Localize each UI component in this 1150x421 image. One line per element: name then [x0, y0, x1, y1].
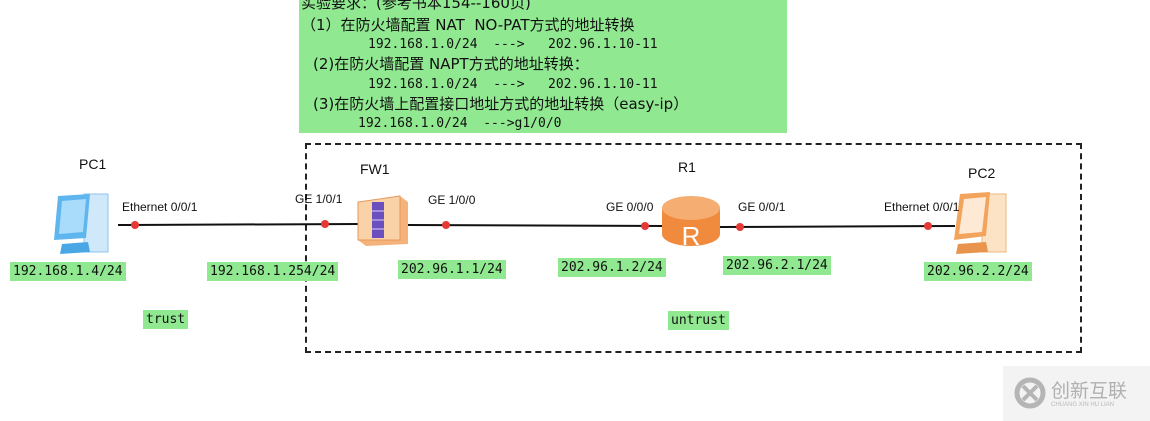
r1-ip-in-label: 202.96.1.2/24 — [558, 258, 666, 277]
requirement-2: (2)在防火墙配置 NAPT方式的地址转换： — [313, 55, 589, 73]
pc1-port-label: Ethernet 0/0/1 — [122, 200, 198, 214]
fw1-ip-in-label: 192.168.1.254/24 — [207, 262, 339, 281]
requirements-note: 实验要求：(参考书本154--160页) （1）在防火墙配置 NAT NO-PA… — [299, 0, 787, 133]
port-dot — [924, 222, 932, 230]
link-pc1-fw1 — [117, 223, 361, 226]
link-fw1-r1 — [407, 224, 666, 227]
fw1-name: FW1 — [360, 161, 390, 177]
requirement-2-mapping: 192.168.1.0/24 ---> 202.96.1.10-11 — [368, 77, 658, 92]
watermark: 创新互联 CHUANG XIN HU LIAN — [1003, 366, 1150, 421]
requirement-3: (3)在防火墙上配置接口地址方式的地址转换（easy-ip） — [313, 95, 689, 113]
fw1-ip-out-label: 202.96.1.1/24 — [398, 260, 506, 279]
pc1-ip-label: 192.168.1.4/24 — [10, 262, 126, 281]
r1-port-out-label: GE 0/0/1 — [738, 200, 786, 214]
fw1-port-out-label: GE 1/0/0 — [428, 193, 476, 207]
pc2-ip-label: 202.96.2.2/24 — [924, 262, 1032, 281]
trust-zone-label: trust — [143, 310, 189, 329]
r1-port-in-label: GE 0/0/0 — [606, 200, 654, 214]
untrust-zone-boundary — [305, 143, 1082, 353]
requirement-1-mapping: 192.168.1.0/24 ---> 202.96.1.10-11 — [368, 37, 658, 52]
port-dot — [641, 222, 649, 230]
port-dot — [736, 223, 744, 231]
pc1-name: PC1 — [79, 156, 107, 172]
requirements-title: 实验要求：(参考书本154--160页) — [301, 0, 531, 12]
pc2-port-label: Ethernet 0/0/1 — [884, 200, 960, 214]
port-dot — [321, 220, 329, 228]
watermark-logo-icon — [1014, 377, 1046, 409]
r1-router-icon[interactable]: R — [660, 194, 722, 250]
r1-name: R1 — [678, 159, 696, 175]
link-r1-pc2 — [719, 225, 956, 228]
pc2-computer-icon[interactable] — [948, 190, 1012, 256]
port-dot — [442, 221, 450, 229]
pc2-name: PC2 — [968, 165, 996, 181]
watermark-subtext: CHUANG XIN HU LIAN — [1051, 402, 1115, 408]
r1-ip-out-label: 202.96.2.1/24 — [723, 256, 831, 275]
svg-text:R: R — [682, 221, 701, 250]
fw1-port-in-label: GE 1/0/1 — [295, 192, 343, 206]
fw1-firewall-icon[interactable] — [354, 194, 412, 248]
requirement-1: （1）在防火墙配置 NAT NO-PAT方式的地址转换 — [301, 16, 635, 34]
requirement-3-mapping: 192.168.1.0/24 --->g1/0/0 — [358, 116, 562, 131]
port-dot — [131, 221, 139, 229]
pc1-computer-icon[interactable] — [50, 190, 112, 256]
untrust-zone-label: untrust — [668, 311, 729, 330]
watermark-text: 创新互联 — [1051, 380, 1128, 402]
